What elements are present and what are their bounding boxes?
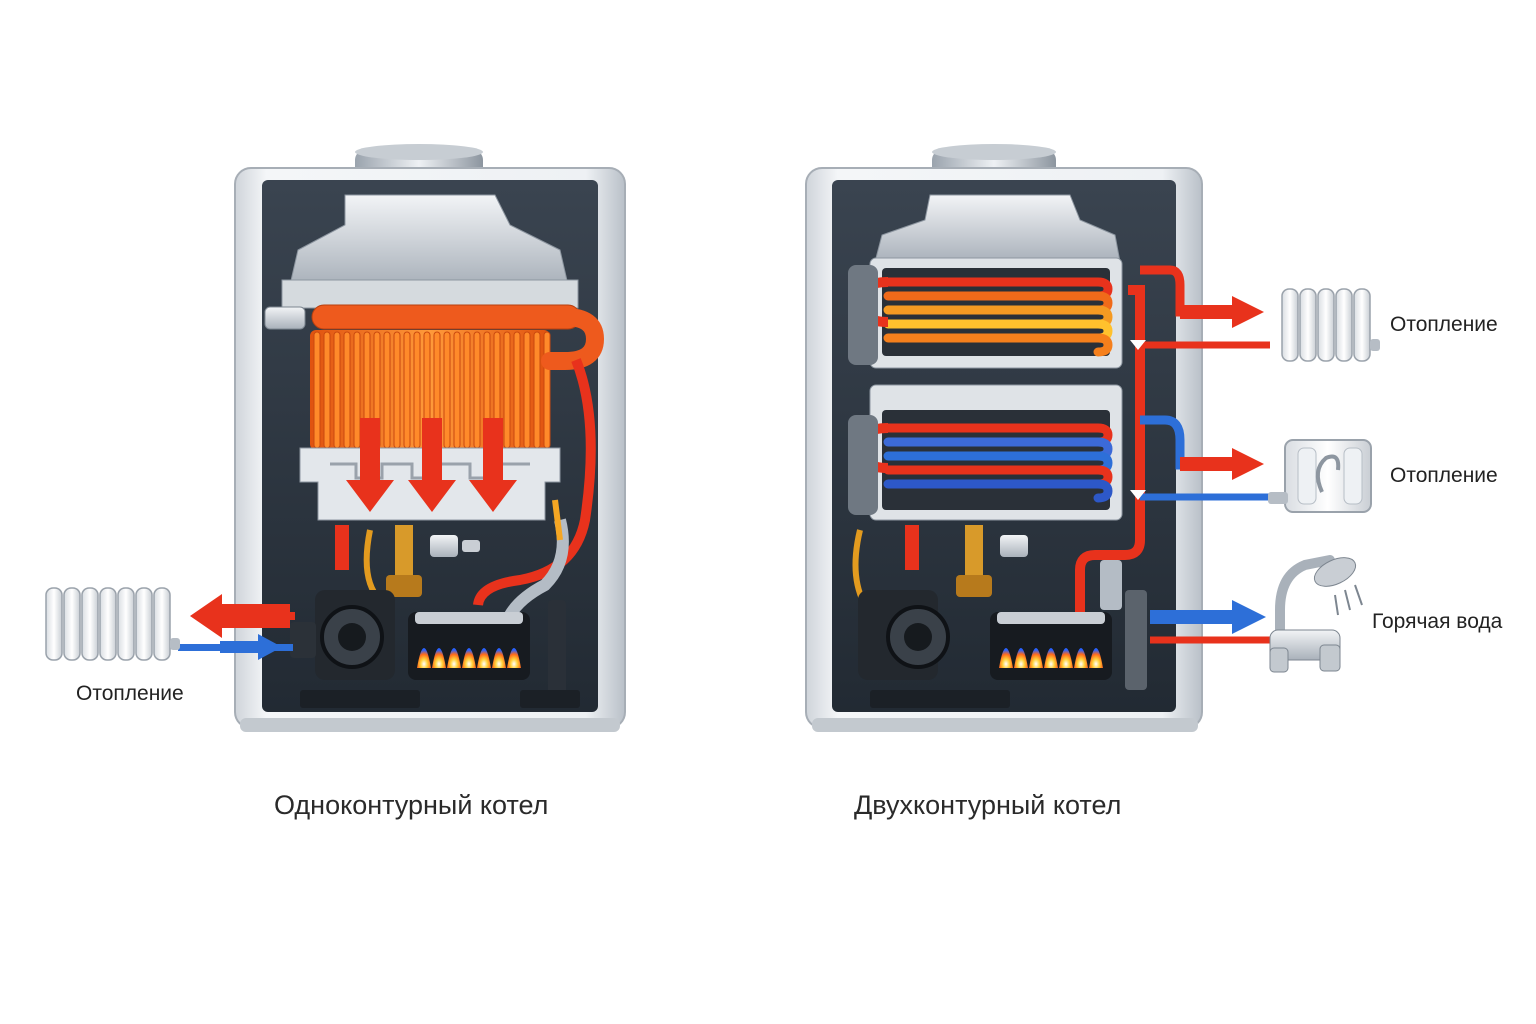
heating-flow-arrows xyxy=(178,594,295,660)
radiator-icon xyxy=(45,587,180,661)
shower-tap-icon xyxy=(1269,555,1363,673)
heating-heat-exchanger xyxy=(848,257,1123,369)
burner-flame-icon xyxy=(990,612,1112,680)
double-boiler-title: Двухконтурный котел xyxy=(854,790,1122,820)
heating-flow-arrows xyxy=(1180,296,1264,480)
single-boiler-title: Одноконтурный котел xyxy=(274,790,549,820)
double-circuit-boiler xyxy=(805,144,1380,732)
single-circuit-boiler xyxy=(45,144,626,732)
towel-rail-icon xyxy=(1268,439,1372,513)
double-heating-label-1: Отопление xyxy=(1390,313,1498,336)
double-heating-label-2: Отопление xyxy=(1390,464,1498,487)
dhw-heat-exchanger xyxy=(848,384,1123,521)
single-heating-label: Отопление xyxy=(76,682,184,705)
flue-gas-arrows xyxy=(346,418,517,512)
hot-water-flow-arrows xyxy=(1150,600,1280,644)
radiator-icon xyxy=(1281,288,1380,362)
hot-water-label: Горячая вода xyxy=(1372,610,1503,633)
burner-flame-icon xyxy=(408,612,530,680)
pump-icon xyxy=(290,590,395,680)
pump-icon xyxy=(858,590,950,680)
